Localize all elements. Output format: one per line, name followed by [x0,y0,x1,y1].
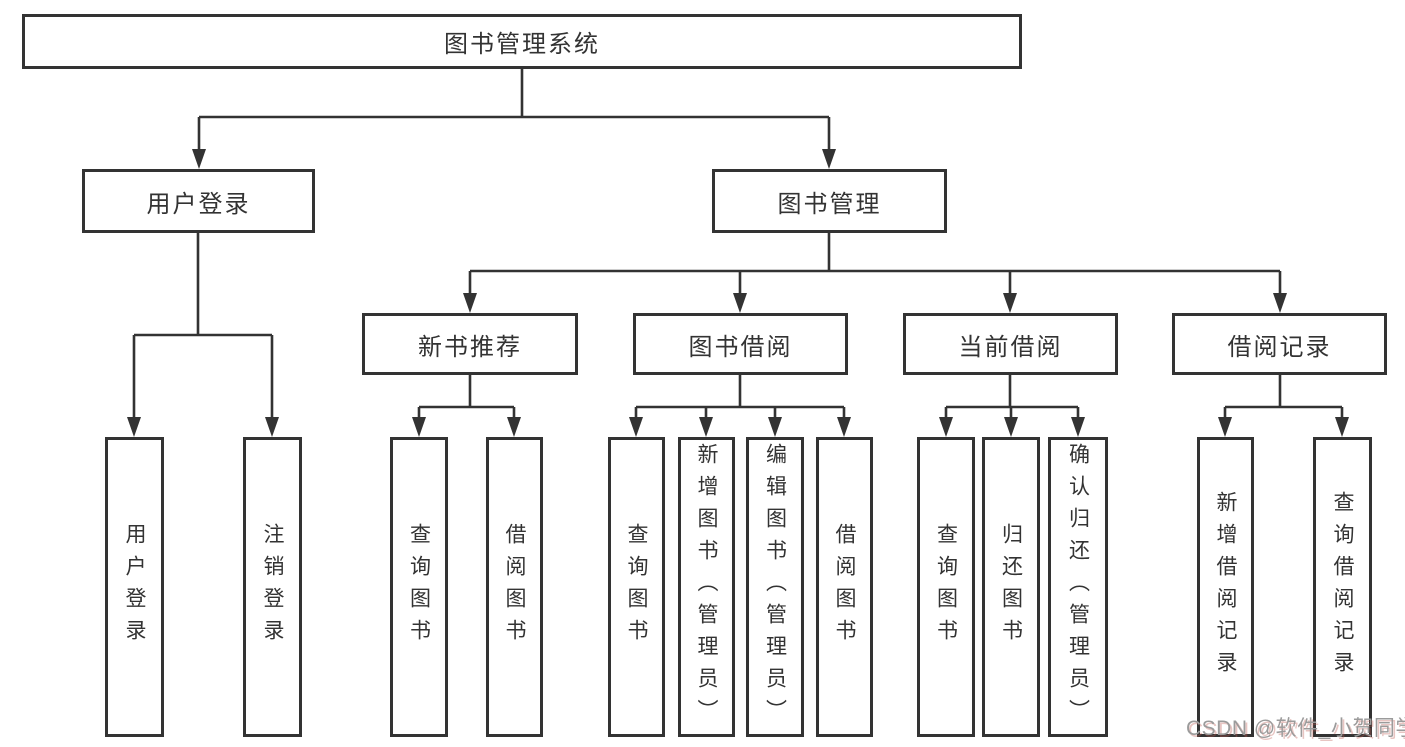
node-root: 图书管理系统 [22,14,1022,69]
leaf-rec-borrow-books: 借阅图书 [486,437,543,737]
connector-user-login-children [127,233,279,437]
node-user-login-label: 用户登录 [146,190,251,218]
connector-current-children [939,375,1085,437]
connector-borrow-children [629,375,851,437]
node-current-borrow: 当前借阅 [903,313,1118,375]
leaf-cur-confirm-return-admin-label: 确认归还（管理员） [1066,443,1090,731]
node-borrow-record: 借阅记录 [1172,313,1387,375]
node-new-book-rec-label: 新书推荐 [418,333,522,361]
leaf-cur-return-books: 归还图书 [982,437,1040,737]
leaf-rec-query-books-label: 查询图书 [407,523,431,651]
leaf-user-login: 用户登录 [105,437,164,737]
node-book-mgmt-label: 图书管理 [777,190,882,218]
node-book-mgmt: 图书管理 [712,169,947,233]
csdn-watermark: CSDN @软件_小贺同学 [1186,717,1405,740]
connector-book-mgmt-children [463,233,1287,313]
connector-root-to-level2 [192,69,836,169]
node-current-borrow-label: 当前借阅 [958,333,1063,361]
leaf-rcd-query-record-label: 查询借阅记录 [1331,491,1354,683]
leaf-bor-edit-books-admin: 编辑图书（管理员） [746,437,804,737]
node-user-login: 用户登录 [82,169,315,233]
node-new-book-rec: 新书推荐 [362,313,578,375]
leaf-rec-borrow-books-label: 借阅图书 [503,523,526,651]
connector-record-children [1218,375,1349,437]
leaf-cur-query-books: 查询图书 [917,437,975,737]
node-book-borrow: 图书借阅 [633,313,848,375]
node-root-label: 图书管理系统 [444,31,600,58]
node-borrow-record-label: 借阅记录 [1227,333,1332,361]
leaf-cur-confirm-return-admin: 确认归还（管理员） [1048,437,1108,737]
leaf-user-login-label: 用户登录 [123,523,146,651]
leaf-cur-return-books-label: 归还图书 [999,523,1023,651]
leaf-bor-add-books-admin-label: 新增图书（管理员） [695,443,718,731]
leaf-logout-label: 注销登录 [261,523,284,651]
leaf-bor-query-books: 查询图书 [608,437,665,737]
connector-new-rec-children [412,375,521,437]
leaf-logout: 注销登录 [243,437,302,737]
leaf-bor-add-books-admin: 新增图书（管理员） [678,437,735,737]
leaf-rec-query-books: 查询图书 [390,437,448,737]
leaf-rcd-add-record: 新增借阅记录 [1197,437,1254,737]
leaf-cur-query-books-label: 查询图书 [934,523,958,651]
leaf-bor-borrow-books: 借阅图书 [816,437,873,737]
leaf-rcd-add-record-label: 新增借阅记录 [1214,491,1237,683]
node-book-borrow-label: 图书借阅 [688,333,793,361]
leaf-bor-edit-books-admin-label: 编辑图书（管理员） [763,443,787,731]
leaf-bor-borrow-books-label: 借阅图书 [833,523,856,651]
leaf-rcd-query-record: 查询借阅记录 [1313,437,1372,737]
leaf-bor-query-books-label: 查询图书 [625,523,648,651]
